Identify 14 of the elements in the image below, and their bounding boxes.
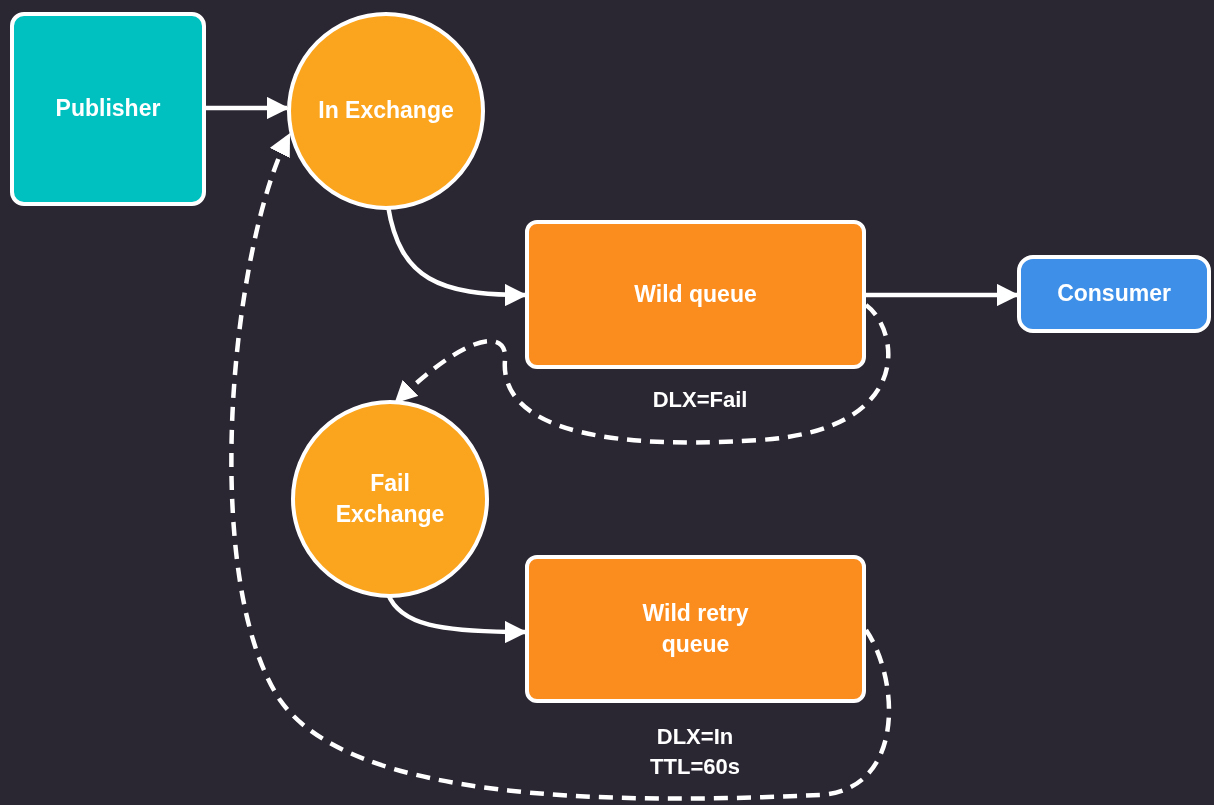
dashed-arrow xyxy=(229,132,892,801)
node-label: Fail Exchange xyxy=(334,468,446,529)
node-label: Consumer xyxy=(1057,279,1171,309)
process-box xyxy=(10,12,206,206)
node-label: Publisher xyxy=(55,94,161,124)
queue-box xyxy=(525,555,866,703)
dashed-arrow xyxy=(394,303,891,445)
node-label: Wild queue xyxy=(634,279,757,309)
queue-note: DLX=Fail xyxy=(651,386,749,414)
process-box xyxy=(1017,255,1211,333)
queue-box xyxy=(525,220,866,369)
queue-note: DLX=In TTL=60s xyxy=(649,723,741,781)
node-label: In Exchange xyxy=(318,96,454,126)
node-label: Wild retry queue xyxy=(641,598,750,659)
